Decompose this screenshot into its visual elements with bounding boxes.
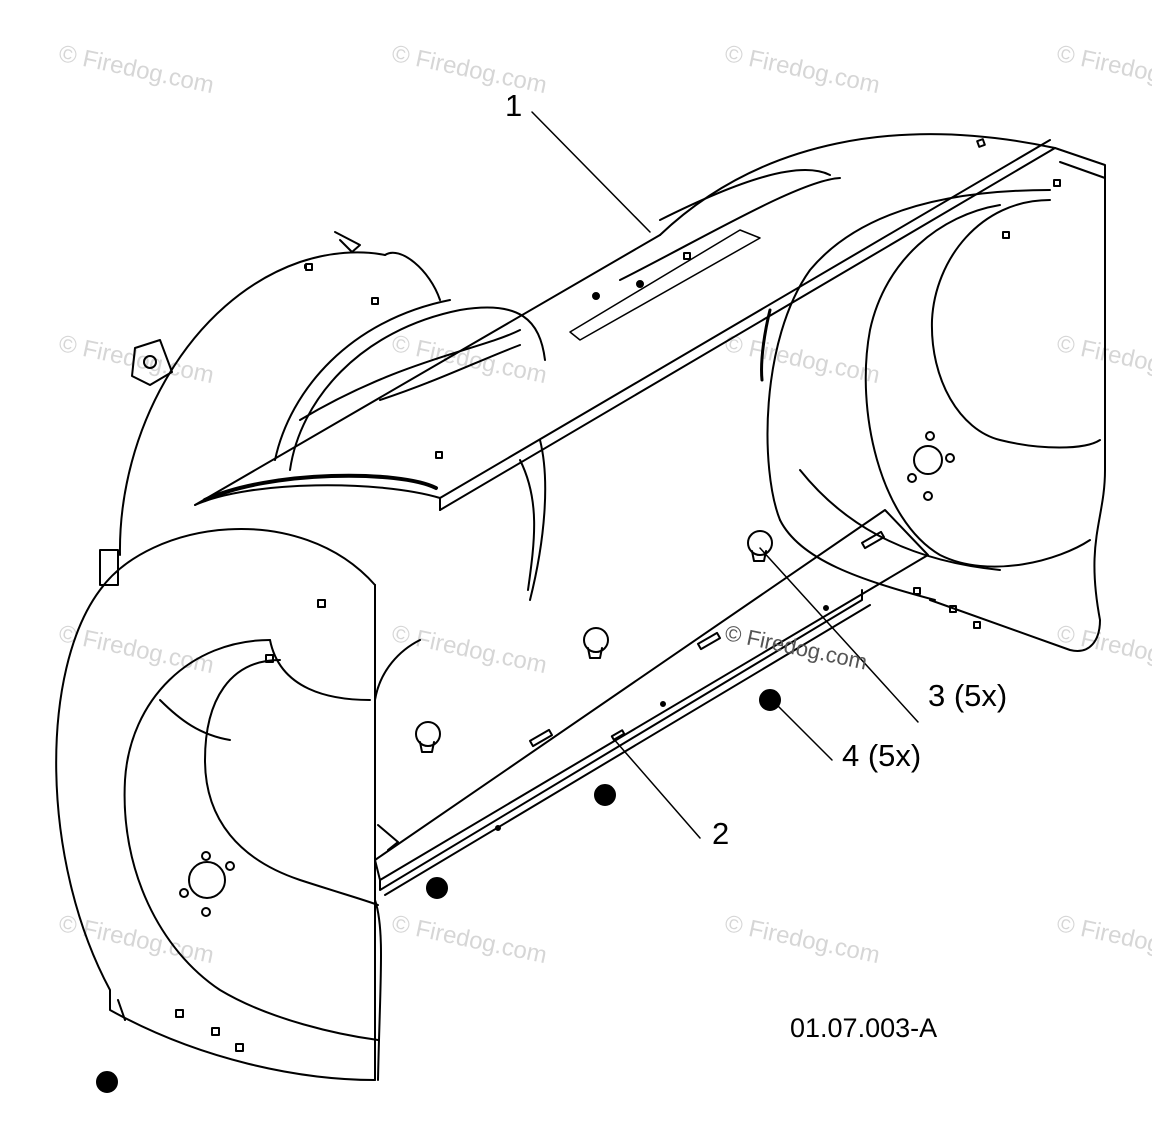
top-channel bbox=[194, 133, 1106, 511]
nuts bbox=[96, 689, 781, 1093]
right-side-plate bbox=[766, 169, 1106, 652]
back-panel bbox=[374, 308, 772, 881]
leader-lines bbox=[531, 111, 919, 839]
callout-4: 4 (5x) bbox=[842, 738, 922, 773]
callout-3: 3 (5x) bbox=[928, 678, 1008, 713]
callout-1: 1 bbox=[505, 88, 523, 123]
callout-2: 2 bbox=[712, 816, 730, 851]
left-side-plate bbox=[55, 528, 383, 1081]
drawing-reference-code: 01.07.003-A bbox=[790, 1013, 938, 1043]
scraper-bar bbox=[374, 509, 929, 896]
carriage-bolts bbox=[415, 530, 773, 753]
rear-drum bbox=[99, 231, 546, 701]
